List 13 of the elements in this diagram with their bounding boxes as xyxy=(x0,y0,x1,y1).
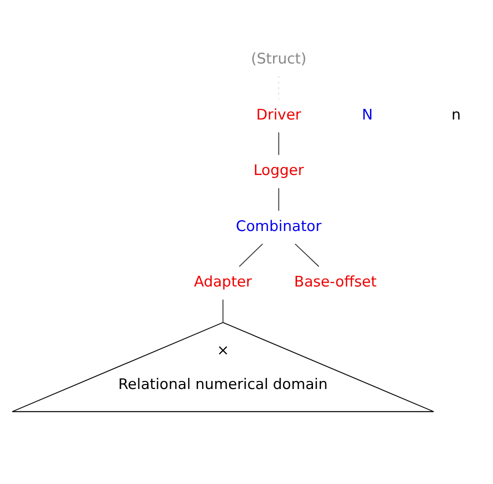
node-text: Combinator xyxy=(236,217,322,234)
connector xyxy=(278,131,280,155)
node-text: (Struct) xyxy=(251,50,306,68)
label: N xyxy=(362,106,373,123)
node-text: Base-offset xyxy=(294,273,377,290)
connector xyxy=(278,187,280,211)
node-text: Logger xyxy=(254,162,304,179)
node-text: Driver xyxy=(256,106,302,123)
label: n xyxy=(451,106,461,123)
node-text: Adapter xyxy=(194,273,252,290)
connector xyxy=(294,242,320,266)
connector xyxy=(222,298,224,322)
connector xyxy=(238,242,264,266)
